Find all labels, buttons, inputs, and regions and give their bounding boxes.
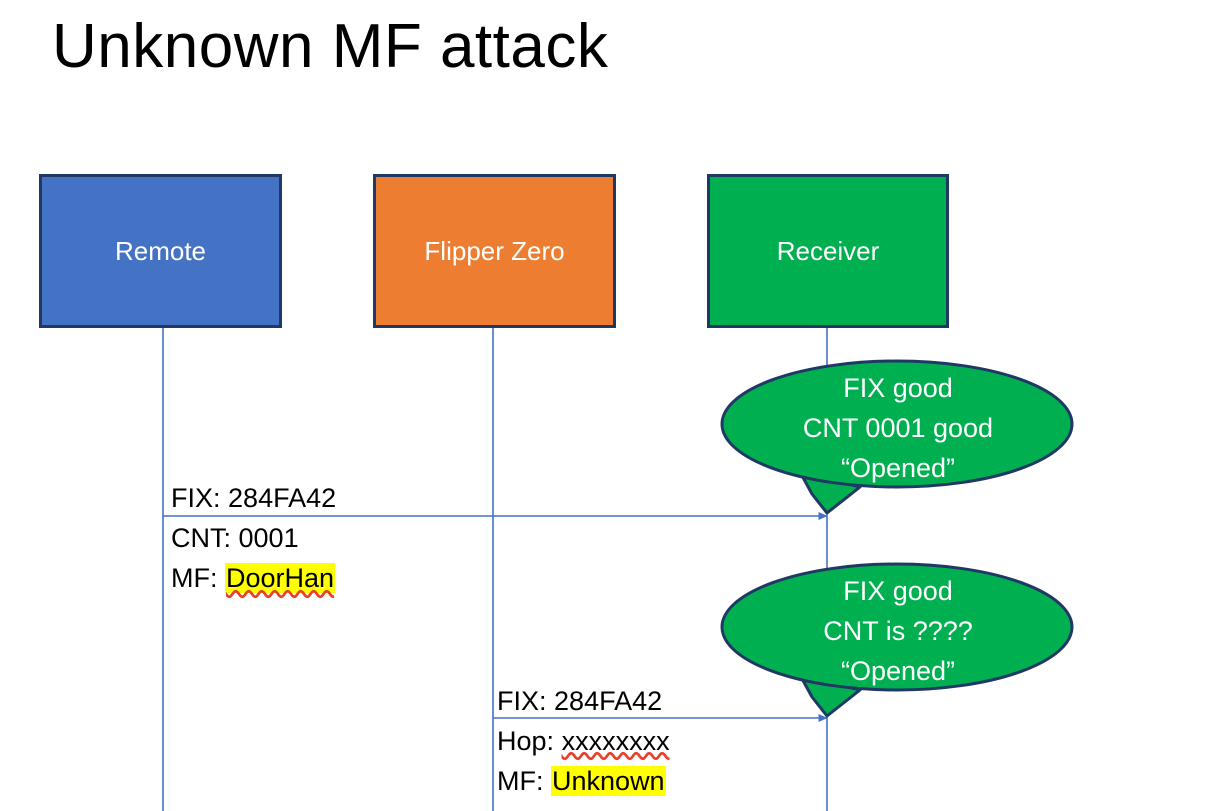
actor-label-receiver: Receiver: [776, 236, 880, 266]
page-title: Unknown MF attack: [52, 12, 609, 81]
message-line: FIX: 284FA42: [171, 478, 336, 518]
message-line: FIX: 284FA42: [497, 681, 670, 721]
message-line: Hop: xxxxxxxx: [497, 721, 670, 761]
message-line-label: Hop:: [497, 726, 555, 756]
speech-bubble-1-body: [720, 359, 1074, 489]
message-label-remote-to-receiver: FIX: 284FA42 CNT: 0001 MF: DoorHan: [171, 478, 336, 598]
actor-box-remote[interactable]: Remote: [39, 174, 282, 328]
message-line-label: CNT:: [171, 523, 231, 553]
speech-bubble-2-body: [720, 562, 1074, 692]
message-line-value: 0001: [238, 523, 299, 553]
actor-label-remote: Remote: [114, 236, 207, 266]
message-line-value-highlighted: DoorHan: [225, 563, 336, 593]
message-line-label: FIX:: [497, 686, 547, 716]
message-line-value: 284FA42: [228, 483, 337, 513]
message-line-label: MF:: [171, 563, 218, 593]
message-line-value: xxxxxxxx: [561, 726, 670, 756]
actor-label-flipper: Flipper Zero: [424, 236, 565, 266]
message-line: CNT: 0001: [171, 518, 336, 558]
message-line-value-highlighted: Unknown: [551, 766, 666, 796]
speech-bubble-1: [720, 359, 1074, 515]
speech-bubble-2: [720, 562, 1074, 718]
message-label-flipper-to-receiver: FIX: 284FA42 Hop: xxxxxxxx MF: Unknown: [497, 681, 670, 801]
message-line-value: 284FA42: [554, 686, 663, 716]
actor-box-flipper[interactable]: Flipper Zero: [373, 174, 616, 328]
message-line-label: MF:: [497, 766, 544, 796]
message-line: MF: Unknown: [497, 761, 670, 801]
actor-box-receiver[interactable]: Receiver: [707, 174, 949, 328]
message-line-label: FIX:: [171, 483, 221, 513]
message-line: MF: DoorHan: [171, 558, 336, 598]
